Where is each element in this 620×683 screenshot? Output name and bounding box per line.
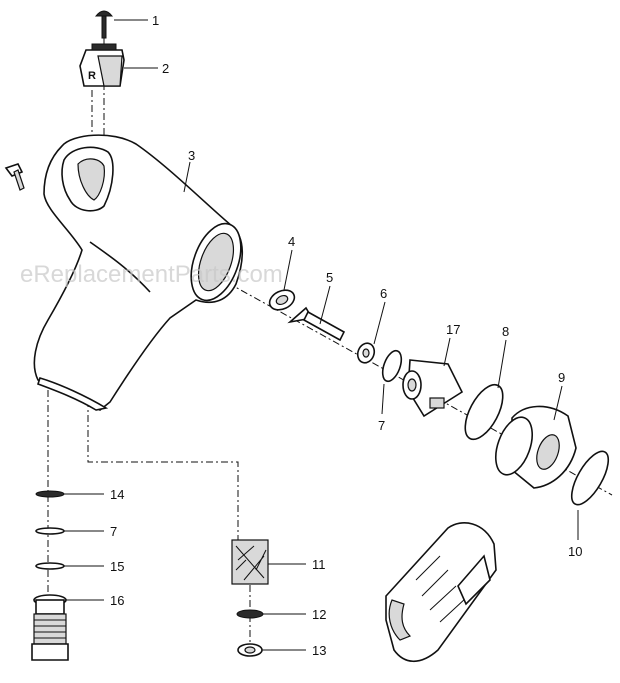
small-pin (4, 163, 25, 191)
callout-9: 9 (558, 370, 565, 385)
callouts: 1 2 3 4 5 6 7 17 8 9 10 14 7 15 16 11 12… (110, 13, 582, 658)
part-17-bushing (402, 359, 464, 418)
callout-8: 8 (502, 324, 509, 339)
leader-lines (64, 19, 579, 651)
part-4-valve-seat (268, 289, 296, 311)
part-2-reverse-lever: R (79, 43, 125, 87)
part-13-retainer (237, 643, 263, 657)
part-2-mark: R (88, 70, 96, 82)
part-5-valve-stem (287, 306, 346, 342)
part-6-washer (356, 342, 376, 364)
callout-2: 2 (162, 61, 169, 76)
part-15-o-ring (35, 562, 65, 570)
callout-13: 13 (312, 643, 326, 658)
part-11-muffler (231, 539, 269, 585)
callout-17: 17 (446, 322, 460, 337)
part-7-o-ring-lower (35, 527, 65, 535)
callout-4: 4 (288, 234, 295, 249)
part-12-screen (236, 609, 264, 619)
callout-6: 6 (380, 286, 387, 301)
watermark: eReplacementParts.com (20, 261, 283, 288)
part-9-front-cap (494, 405, 577, 489)
part-10-o-ring (570, 450, 610, 506)
callout-12: 12 (312, 607, 326, 622)
callout-1: 1 (152, 13, 159, 28)
callout-16: 16 (110, 593, 124, 608)
callout-7-lower: 7 (110, 524, 117, 539)
callout-15: 15 (110, 559, 124, 574)
callout-7-upper: 7 (378, 418, 385, 433)
callout-3: 3 (188, 148, 195, 163)
part-16-inlet-bushing (31, 594, 69, 661)
part-14-screen (35, 490, 65, 498)
part-3-housing (33, 134, 244, 411)
callout-5: 5 (326, 270, 333, 285)
callout-14: 14 (110, 487, 124, 502)
boot-cover (385, 522, 497, 663)
callout-11: 11 (312, 557, 326, 572)
part-1-screw (94, 10, 114, 39)
callout-10: 10 (568, 544, 582, 559)
part-7-o-ring-upper (381, 349, 403, 383)
